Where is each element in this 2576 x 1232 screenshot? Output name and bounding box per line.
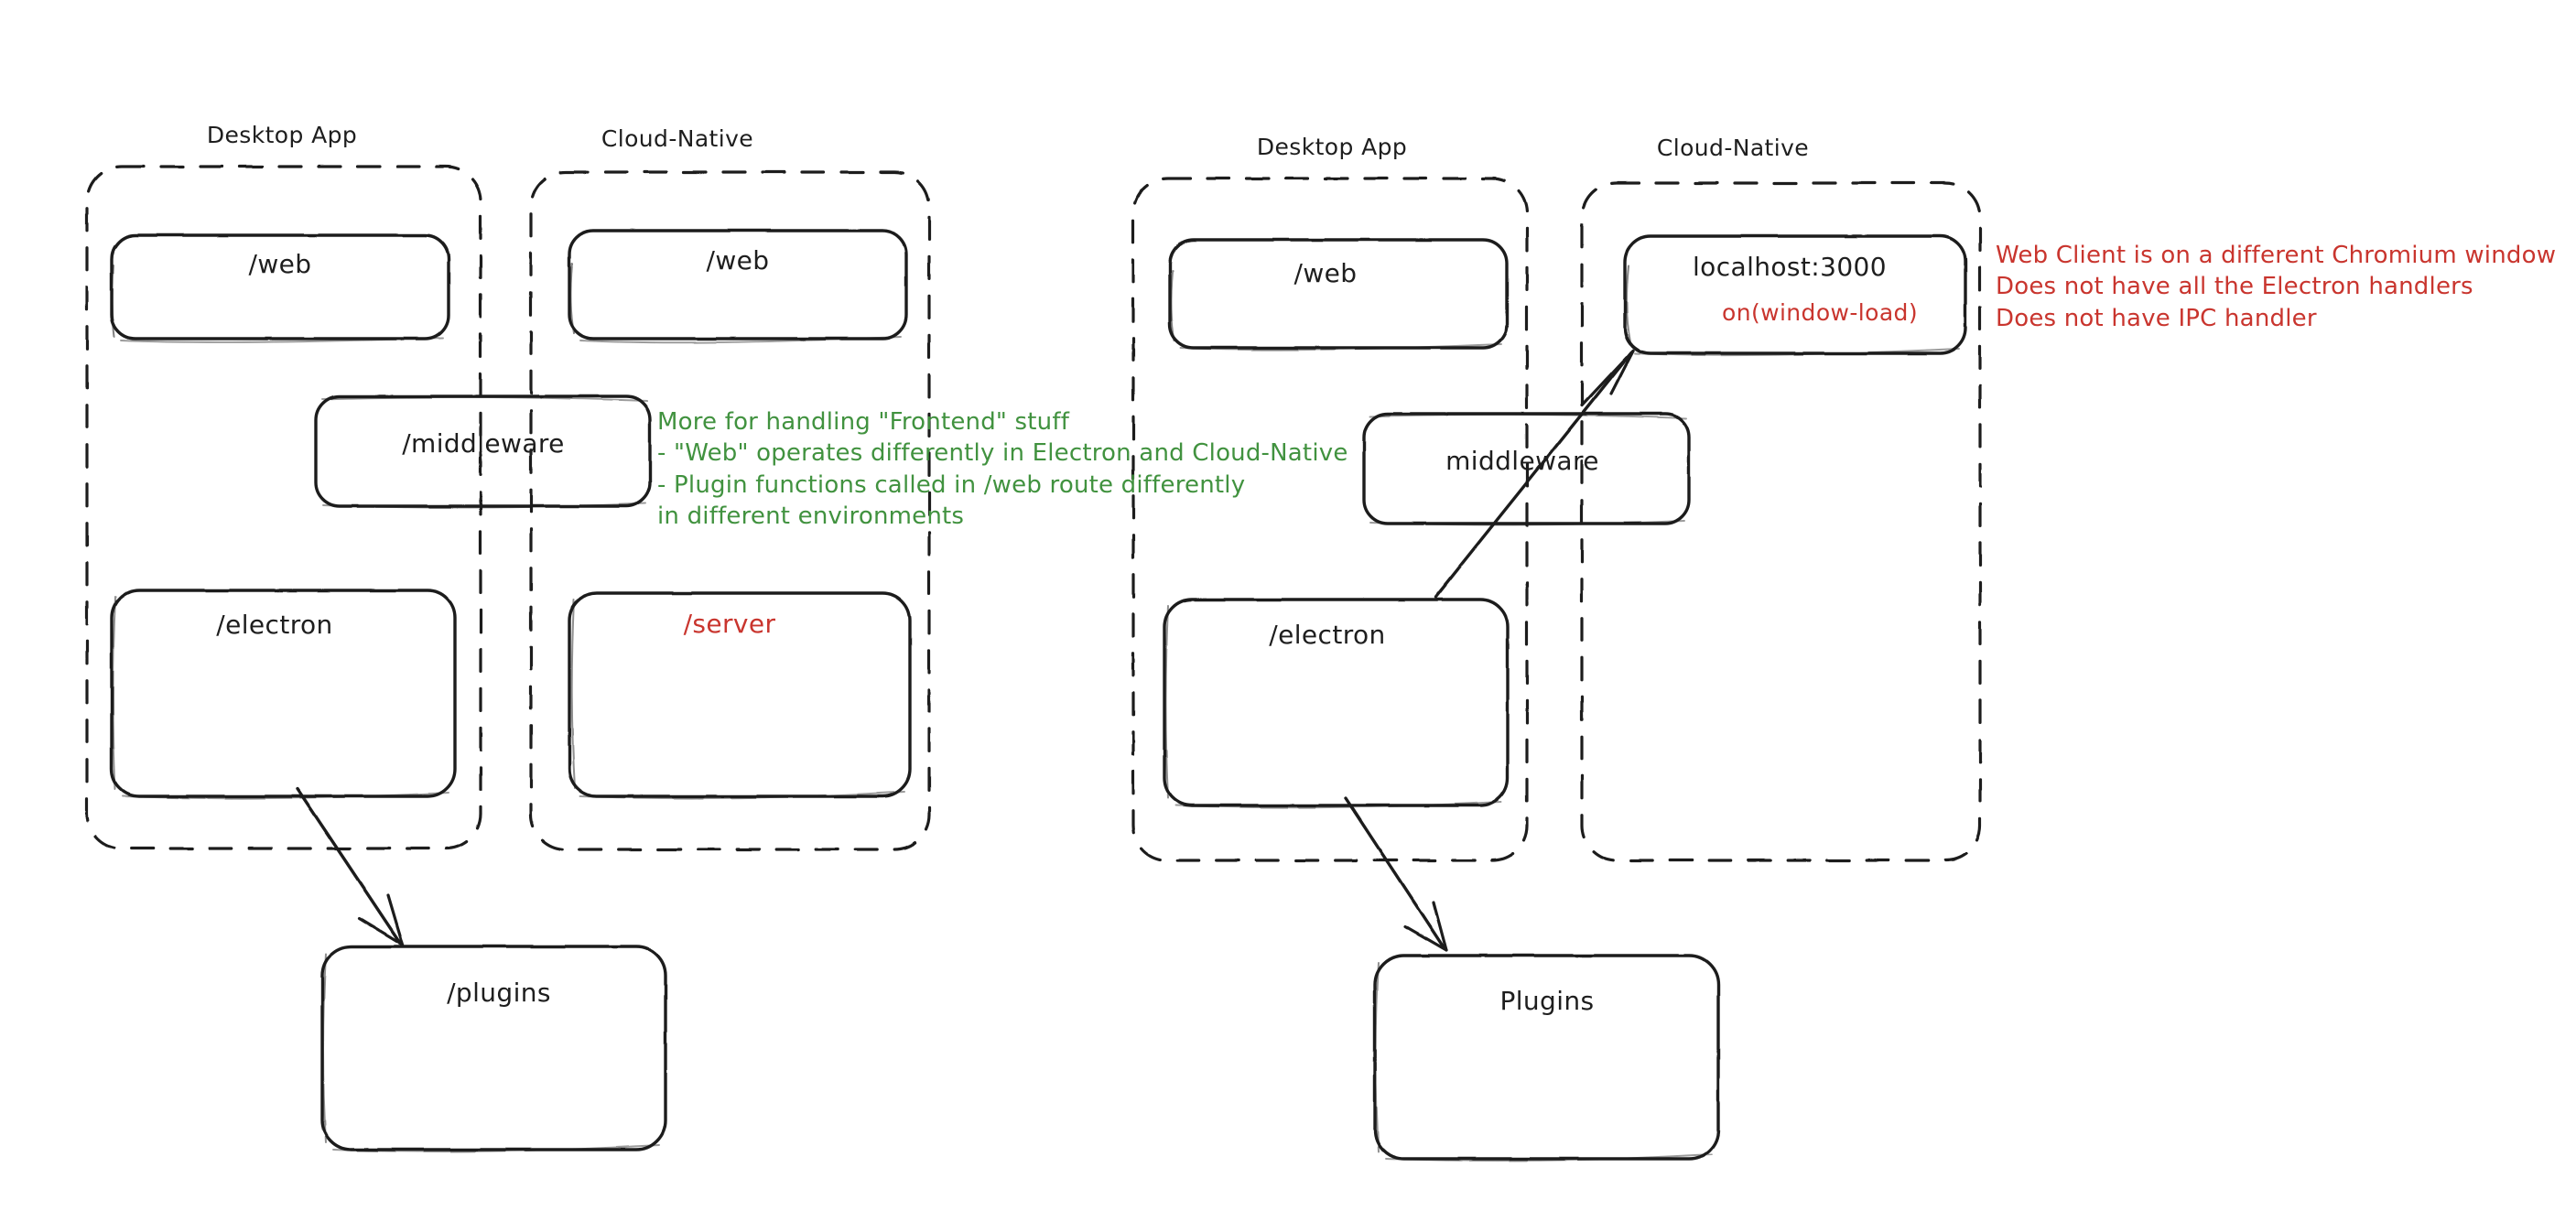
container-title-left-cloud-native: Cloud-Native xyxy=(601,125,754,152)
node-label-left-plugins: /plugins xyxy=(447,978,551,1008)
node-label-left-cloud-web: /web xyxy=(706,245,770,276)
node-label-right-desktop-web: /web xyxy=(1293,258,1358,288)
arrow-left-electron-to-plugins xyxy=(296,787,405,946)
annotation-green-note: More for handling "Frontend" stuff - "We… xyxy=(657,408,1348,530)
node-label-right-electron: /electron xyxy=(1269,620,1386,650)
container-title-left-desktop: Desktop App xyxy=(206,122,358,148)
container-right-cloud-native xyxy=(1580,181,1982,862)
container-title-right-desktop: Desktop App xyxy=(1256,134,1408,160)
node-label-left-server: /server xyxy=(683,609,776,639)
node-label-right-plugins: Plugins xyxy=(1499,986,1595,1016)
node-label-right-localhost: localhost:3000 xyxy=(1693,252,1887,282)
node-sublabel-right-localhost: on(window-load) xyxy=(1722,299,1918,326)
node-right-desktop-web xyxy=(1168,238,1509,351)
node-label-right-middleware: middleware xyxy=(1445,446,1599,476)
container-title-right-cloud-native: Cloud-Native xyxy=(1656,135,1810,161)
node-label-left-middleware: /middleware xyxy=(402,428,565,459)
node-label-left-desktop-web: /web xyxy=(248,249,312,279)
annotation-red-note: Web Client is on a different Chromium wi… xyxy=(1996,242,2557,332)
arrow-right-electron-to-plugins xyxy=(1344,796,1448,952)
node-label-left-electron: /electron xyxy=(216,610,333,640)
